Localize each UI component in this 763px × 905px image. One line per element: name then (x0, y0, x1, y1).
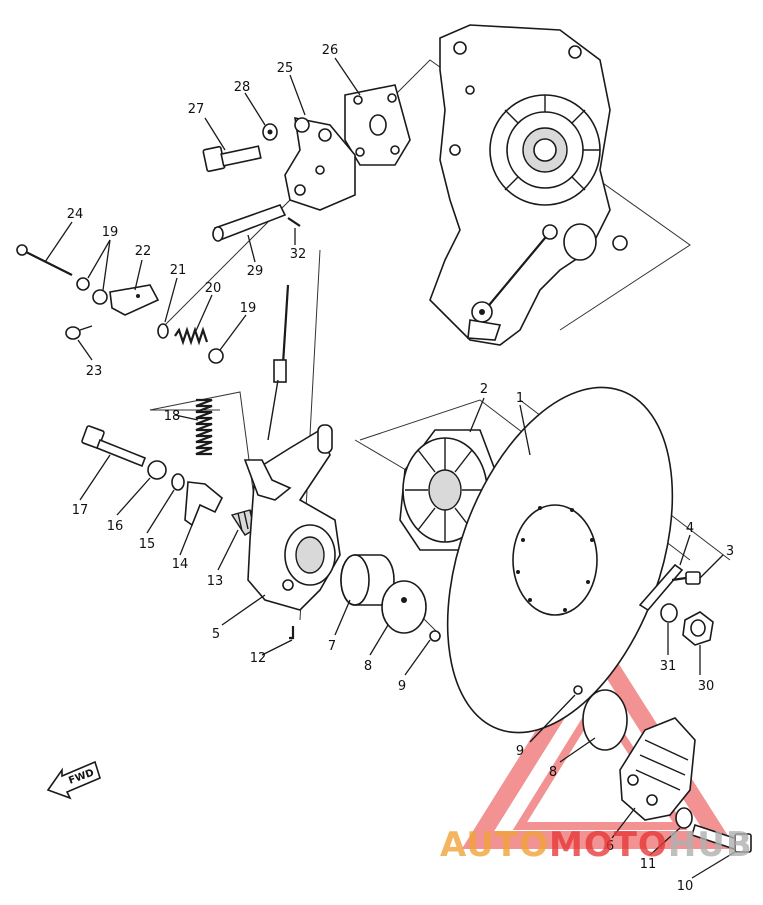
part-22-bracket-small (109, 284, 160, 316)
part-5-caliper-body (243, 424, 341, 611)
label-part-8: 8 (364, 659, 372, 674)
part-25-bracket (284, 116, 356, 211)
label-part-32: 32 (290, 247, 307, 262)
part-30-nut (682, 611, 714, 646)
part-6-caliper-half (619, 717, 696, 821)
label-part-6: 6 (606, 839, 614, 854)
label-part-9b: 9 (516, 744, 524, 759)
part-21-washer (157, 323, 169, 339)
part-31-washer (660, 603, 678, 623)
part-8b-pad (582, 689, 628, 751)
label-part-10: 10 (677, 879, 694, 894)
label-part-21: 21 (170, 263, 187, 278)
part-11-washer (675, 807, 693, 829)
label-part-13: 13 (207, 574, 224, 589)
watermark-text-auto: AUTO (440, 825, 549, 865)
label-part-19a: 19 (102, 225, 119, 240)
label-part-25: 25 (277, 61, 294, 76)
label-part-1: 1 (516, 391, 524, 406)
label-part-3: 3 (726, 544, 734, 559)
part-15-washer (171, 473, 185, 491)
label-part-4: 4 (686, 521, 694, 536)
label-part-31: 31 (660, 659, 677, 674)
part-9b-screw (573, 685, 583, 695)
leader-lines (44, 57, 736, 879)
part-14-lever (184, 481, 224, 527)
label-part-26: 26 (322, 43, 339, 58)
part-32-spring-pin (287, 217, 301, 227)
cable-rod (267, 284, 290, 441)
label-part-14: 14 (172, 557, 189, 572)
part-4-lock-plate (638, 563, 684, 612)
part-12-pin (289, 626, 295, 640)
label-part-17: 17 (72, 503, 89, 518)
label-part-16: 16 (107, 519, 124, 534)
part-28-washer (262, 123, 278, 141)
part-19-nuts (76, 277, 224, 364)
watermark-text: AUTOMOTOHUB (440, 825, 753, 865)
part-23-screw (65, 325, 93, 340)
part-27-bolt (202, 145, 262, 173)
label-part-12: 12 (250, 651, 267, 666)
label-part-8b: 8 (549, 765, 557, 780)
part-10-bolt (691, 823, 752, 853)
engine-case-housing (429, 24, 628, 346)
label-part-30: 30 (698, 679, 715, 694)
part-7-piston (340, 554, 395, 606)
label-part-5: 5 (212, 627, 220, 642)
part-9-screw (429, 630, 441, 642)
label-part-15: 15 (139, 537, 156, 552)
part-16-nut (147, 460, 167, 480)
label-part-24: 24 (67, 207, 84, 222)
part-20-spring (174, 326, 209, 346)
part-29-pin (212, 204, 287, 242)
part-24-long-bolt (16, 244, 73, 276)
label-part-9: 9 (398, 679, 406, 694)
label-part-18: 18 (164, 409, 181, 424)
part-8-pad (381, 580, 427, 634)
fwd-arrow-icon: FWD (46, 760, 101, 800)
label-part-28: 28 (234, 80, 251, 95)
label-part-7: 7 (328, 639, 336, 654)
part-18-spring (195, 398, 213, 456)
label-part-23: 23 (86, 364, 103, 379)
part-number-labels: 1 2 3 4 5 6 7 8 9 8 9 10 11 12 13 14 15 … (67, 43, 734, 894)
label-part-29: 29 (247, 264, 264, 279)
watermark-text-hub: HUB (668, 825, 753, 865)
label-part-27: 27 (188, 102, 205, 117)
label-part-20: 20 (205, 281, 222, 296)
part-17-bolt (81, 425, 147, 468)
watermark-text-moto: MOTO (549, 825, 668, 865)
part-3-bolt (671, 571, 701, 585)
part-26-gasket-plate (344, 84, 411, 166)
part-1-brake-disc (446, 386, 674, 734)
label-part-19b: 19 (240, 301, 257, 316)
label-part-2: 2 (480, 382, 488, 397)
svg-text:AUTOMOTOHUB: AUTOMOTOHUB (440, 825, 753, 865)
label-part-22: 22 (135, 244, 152, 259)
label-part-11: 11 (640, 857, 657, 872)
